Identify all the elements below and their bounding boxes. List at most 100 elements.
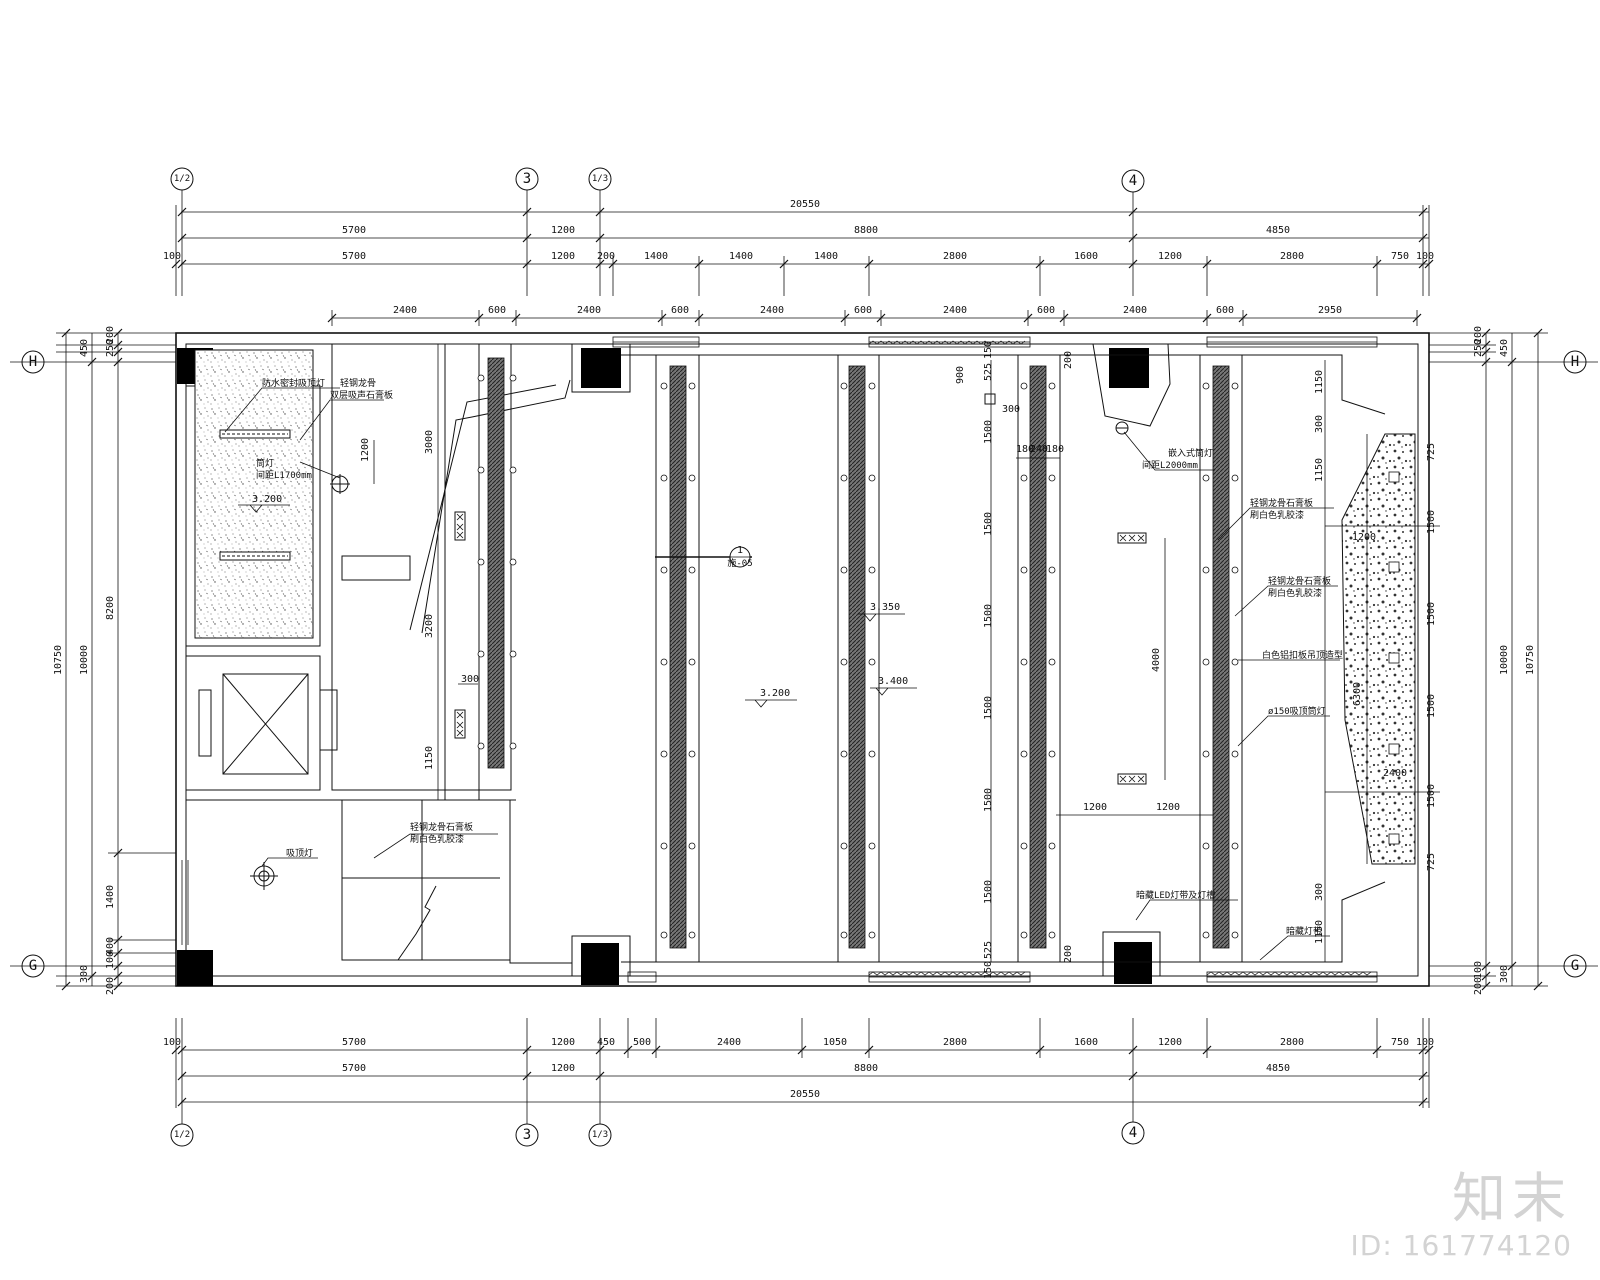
note-spacing-2000: 间距L2000mm [1142, 459, 1198, 471]
note-waterproof-light: 防水密封吸顶灯 [262, 377, 325, 389]
annotation-text: 防水密封吸顶灯 轻钢龙骨 双层吸声石膏板 筒灯 间距L1700mm 吸顶灯 轻钢… [256, 377, 1343, 937]
dim-left-1400: 1400 [105, 885, 116, 909]
dim-top-major-3: 8800 [854, 225, 878, 236]
internal-dimension-text: 3000 3200 1200 1150 300 900 525 150 300 … [360, 341, 1437, 979]
level-label-4: 3.400 [878, 676, 908, 687]
inner-dim-r300a: 300 [1314, 415, 1325, 433]
section-marker-ref: 施-05 [727, 557, 752, 569]
dim-top-minor-9: 1600 [1074, 251, 1098, 262]
note-white-latex-3: 刷白色乳胶漆 [1268, 587, 1322, 599]
dim-left-total: 10750 [53, 645, 64, 675]
note-steel-keel-board-3: 轻钢龙骨石膏板 [1268, 575, 1331, 587]
trough-lamp-markers [477, 374, 1239, 939]
dim-right-total: 10750 [1525, 645, 1536, 675]
dim-bottom-minor-2: 5700 [342, 1037, 366, 1048]
inner-dim-200-top: 200 [1063, 351, 1074, 369]
dim-bottom-minor-8: 2800 [943, 1037, 967, 1048]
dim-left-8200: 8200 [105, 596, 116, 620]
note-led-strip-trough: 暗藏LED灯带及灯槽 [1136, 889, 1215, 901]
structural-columns [177, 348, 1152, 986]
inner-dim-180b: 180 [1046, 444, 1064, 455]
dim-left-100: 100 [105, 951, 116, 969]
lamp-column-2 [660, 382, 696, 939]
note-steel-keel-board-1: 轻钢龙骨石膏板 [410, 821, 473, 833]
dim-bottom-minor-5: 500 [633, 1037, 651, 1048]
dim-bottom-minor-12: 750 [1391, 1037, 1409, 1048]
inner-dim-r1150c: 1150 [1314, 920, 1325, 944]
dim-top-module-7: 2400 [943, 305, 967, 316]
dim-top-module-11: 2950 [1318, 305, 1342, 316]
left-dimension-text: 10750 10000 8200 1400 450 250 200 400 10… [53, 326, 116, 995]
inner-dim-r1500-2: 1500 [1426, 602, 1437, 626]
dim-bottom-minor-11: 2800 [1280, 1037, 1304, 1048]
dim-top-major-4: 4850 [1266, 225, 1290, 236]
fixture-cross-marks [456, 513, 1145, 783]
inner-dim-300a: 300 [461, 674, 479, 685]
note-aluminum-ceiling: 白色铝扣板吊顶造型 [1262, 649, 1343, 661]
left-dimension-ticks [61, 328, 123, 991]
dim-right-450: 450 [1499, 339, 1510, 357]
note-ceiling-light: 吸顶灯 [286, 848, 313, 859]
section-marker: 1 施-05 [655, 545, 753, 569]
axis-label-half2-bottom: 1/2 [174, 1130, 190, 1140]
dim-bottom-total: 20550 [790, 1089, 820, 1100]
dim-bottom-minor-13: 100 [1416, 1037, 1434, 1048]
inner-dim-4000: 4000 [1151, 648, 1162, 672]
inner-dim-r1500-1: 1500 [1426, 510, 1437, 534]
left-dimension-lines [10, 332, 176, 987]
dim-left-200b: 200 [105, 977, 116, 995]
inner-dim-300b: 300 [1002, 404, 1020, 415]
feature-wall-panel [1341, 433, 1416, 865]
light-troughs [487, 357, 1230, 949]
dim-bottom-minor-10: 1200 [1158, 1037, 1182, 1048]
dim-right-100: 100 [1473, 961, 1484, 979]
note-spacing-1700: 间距L1700mm [256, 469, 312, 481]
dim-left-200t: 200 [105, 326, 116, 344]
dim-right-mid: 10000 [1499, 645, 1510, 675]
dim-top-minor-11: 2800 [1280, 251, 1304, 262]
note-steel-keel-1: 轻钢龙骨 [340, 377, 376, 389]
inner-dim-r300b: 300 [1314, 883, 1325, 901]
axis-label-half3-bottom: 1/3 [592, 1130, 608, 1140]
inner-dim-h1200a: 1200 [1083, 802, 1107, 813]
inner-dim-r1500-4: 1500 [1426, 784, 1437, 808]
dim-bottom-major-4: 4850 [1266, 1063, 1290, 1074]
bottom-dimension-text: 100 5700 1200 450 500 2400 1050 2800 160… [163, 1037, 1434, 1100]
dim-top-module-6: 600 [854, 305, 872, 316]
inner-dim-v1500-2: 1500 [983, 512, 994, 536]
watermark: 知末 ID: 161774120 [1350, 1169, 1572, 1263]
top-dimension-ticks [171, 207, 1434, 323]
inner-dim-150-bottom: 150 [983, 961, 994, 979]
dim-bottom-minor-3: 1200 [551, 1037, 575, 1048]
dim-top-minor-6: 1400 [729, 251, 753, 262]
window-strips [181, 336, 1378, 983]
bottom-dimension-lines [175, 1018, 1430, 1124]
dim-left-450: 450 [79, 339, 90, 357]
inner-dim-1200: 1200 [360, 438, 371, 462]
dim-top-module-3: 2400 [577, 305, 601, 316]
section-marker-number: 1 [737, 545, 743, 556]
inner-dim-1150a: 1150 [424, 746, 435, 770]
note-hidden-strip: 暗藏灯带 [1286, 925, 1322, 937]
column-casings [571, 343, 1171, 976]
dim-top-module-4: 600 [671, 305, 689, 316]
inner-dim-150-top: 150 [983, 341, 994, 359]
note-steel-keel-board-2: 轻钢龙骨石膏板 [1250, 497, 1313, 509]
dim-top-minor-1: 100 [163, 251, 181, 262]
level-text: 3.200 3.200 3.350 3.400 [252, 494, 908, 699]
dim-top-minor-13: 100 [1416, 251, 1434, 262]
axis-label-half2-top: 1/2 [174, 174, 190, 184]
light-fixtures [219, 393, 1147, 890]
note-recessed-downlight: 嵌入式筒灯 [1168, 447, 1213, 459]
window-zigzag [868, 340, 1372, 976]
dim-top-minor-5: 1400 [644, 251, 668, 262]
top-dimension-lines [175, 190, 1430, 326]
dim-right-300: 300 [1499, 965, 1510, 983]
inner-dim-180a: 180 [1016, 444, 1034, 455]
inner-dim-v1500-4: 1500 [983, 696, 994, 720]
level-markers [238, 504, 917, 708]
watermark-id: ID: 161774120 [1350, 1229, 1572, 1262]
inner-dim-3200: 3200 [424, 614, 435, 638]
dim-top-module-5: 2400 [760, 305, 784, 316]
